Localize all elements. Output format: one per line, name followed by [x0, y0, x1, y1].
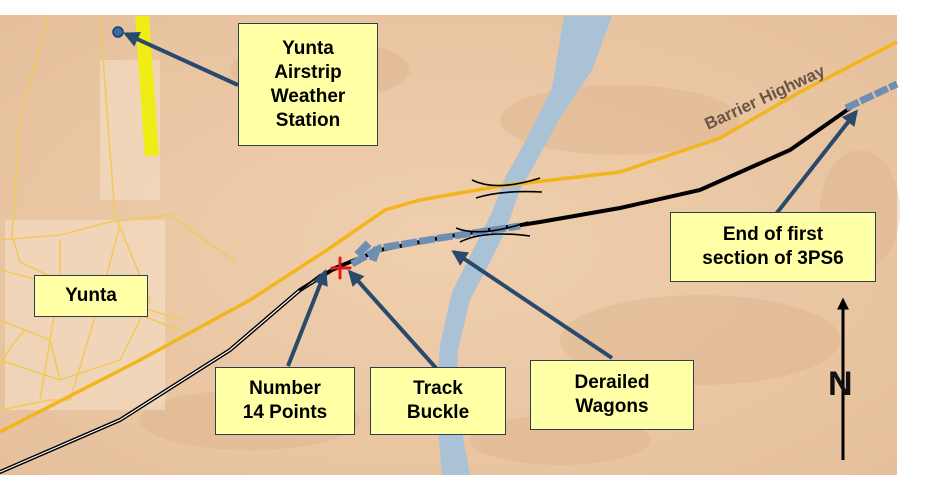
callout-points: Number 14 Points	[215, 367, 355, 435]
callout-line: section of 3PS6	[702, 248, 844, 269]
derailed-wagon	[368, 246, 382, 262]
callout-line: Derailed	[574, 372, 650, 393]
north-arrow-icon: N	[828, 297, 853, 460]
callout-wagons: Derailed Wagons	[530, 360, 694, 430]
callout-buckle: Track Buckle	[370, 367, 506, 435]
callout-end-section: End of first section of 3PS6	[670, 212, 876, 282]
callout-line: Wagons	[575, 396, 649, 417]
town-label: Yunta	[65, 285, 117, 306]
rail-bridge	[455, 221, 531, 243]
arrow-end-section	[774, 109, 858, 216]
airstrip	[135, 15, 159, 157]
road-bridge	[471, 177, 543, 199]
red-cross-icon	[330, 256, 352, 280]
callout-arrows	[123, 32, 858, 370]
callout-line: Airstrip	[274, 61, 342, 83]
callout-line: 14 Points	[242, 402, 328, 423]
callout-line: Buckle	[406, 402, 470, 423]
bridges	[455, 177, 543, 243]
north-label: N	[828, 365, 853, 403]
callout-line: Station	[275, 109, 341, 131]
arrow-points	[286, 269, 328, 367]
callout-weather-station: Yunta Airstrip Weather Station	[238, 23, 378, 146]
station-dot-icon	[112, 26, 124, 38]
callout-line: Weather	[270, 85, 346, 107]
rear-wagons	[844, 80, 899, 112]
callout-town: Yunta	[34, 275, 148, 317]
derailed-wagon	[354, 240, 372, 258]
callout-line: Yunta	[282, 37, 334, 59]
callout-line: Track	[413, 378, 463, 399]
arrow-weather-station	[123, 32, 239, 87]
callout-line: End of first	[722, 224, 824, 245]
barrier-highway	[0, 40, 898, 434]
callout-line: Number	[249, 378, 321, 399]
arrow-buckle	[347, 269, 438, 370]
arrow-wagons	[451, 250, 614, 360]
